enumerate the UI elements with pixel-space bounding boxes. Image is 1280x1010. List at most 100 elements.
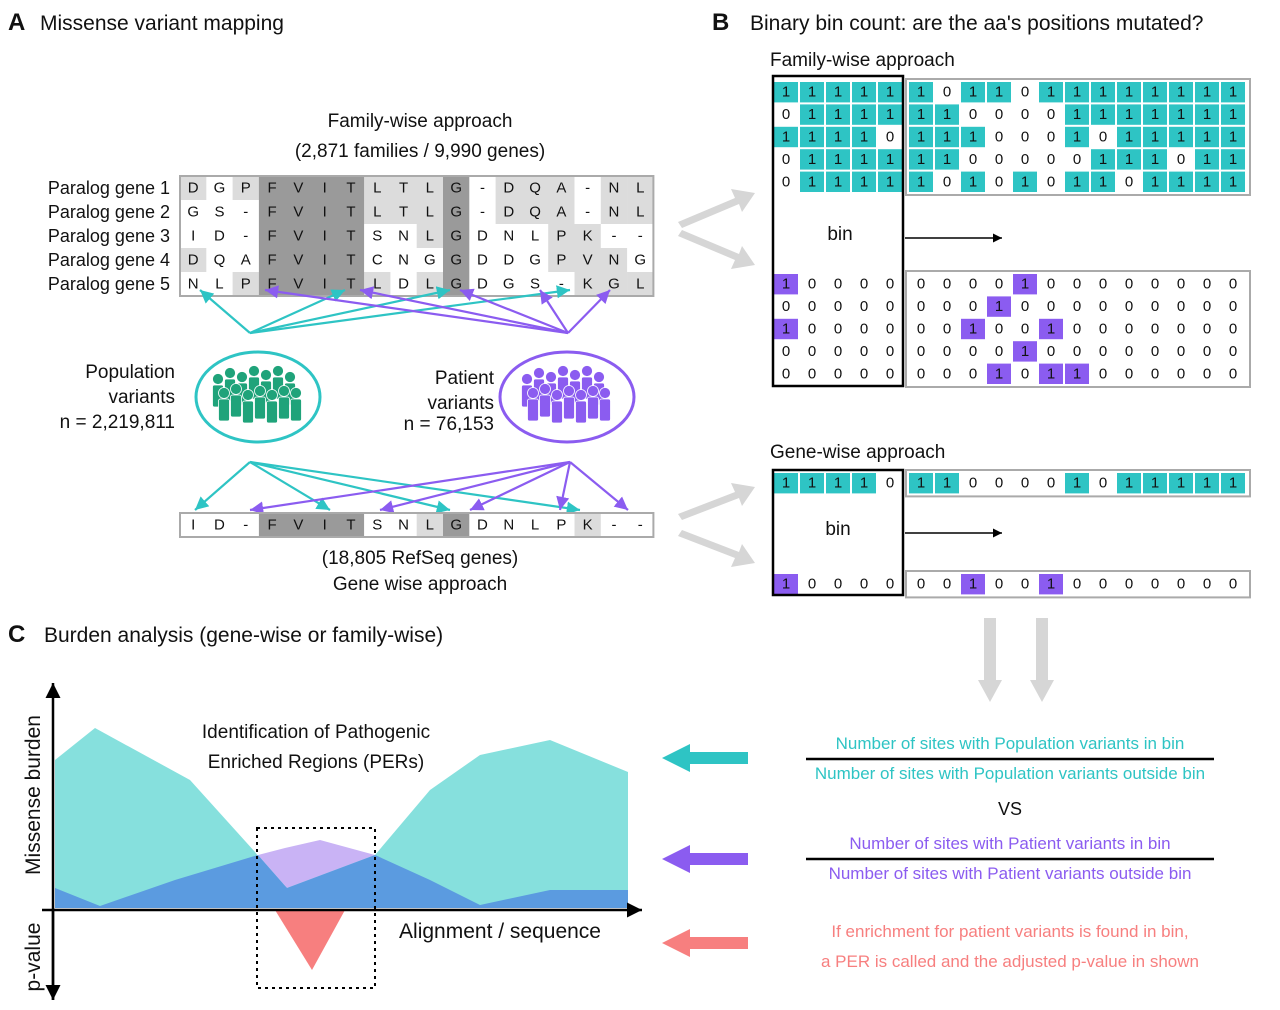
gene-patient-bit: 0: [943, 576, 951, 593]
patient-bit: 0: [943, 343, 951, 360]
alignment-residue: Q: [529, 180, 541, 197]
panel-a-title: Missense variant mapping: [40, 12, 284, 35]
patient-bit: 0: [1125, 276, 1133, 293]
per-highlight-box: [256, 827, 376, 989]
patient-label: Patient: [435, 368, 495, 389]
patient-bit: 0: [1073, 321, 1081, 338]
population-bit: 1: [969, 84, 977, 101]
alignment-residue: L: [373, 204, 381, 221]
alignment-residue: F: [267, 252, 276, 269]
alignment-residue: S: [372, 228, 382, 245]
population-group-ellipse: [194, 350, 322, 444]
population-bit-filled: [1169, 126, 1193, 148]
alignment-cell: [521, 200, 549, 225]
mapping-arrow: [249, 460, 451, 514]
alignment-residue: N: [503, 228, 514, 245]
alignment-residue: F: [267, 180, 276, 197]
alignment-cell: [258, 176, 286, 201]
patient-bit: 0: [1099, 365, 1107, 382]
alignment-cell: [627, 224, 654, 249]
population-bit-filled: [1195, 171, 1219, 192]
gene-approach-title: Gene wise approach: [333, 574, 507, 595]
alignment-residue: V: [293, 180, 303, 197]
population-bit: 1: [1151, 173, 1159, 190]
gene-sequence-residue: I: [191, 517, 195, 534]
alignment-cell: [285, 200, 312, 225]
patient-bit: 0: [1177, 276, 1185, 293]
patient-bit: 0: [1047, 276, 1055, 293]
patient-bit-filled: [1013, 341, 1037, 362]
alignment-residue: G: [450, 204, 462, 221]
alignment-cell: [390, 200, 417, 225]
patient-bit: 0: [1229, 321, 1237, 338]
person-body: [599, 398, 611, 422]
alignment-cell: [443, 176, 470, 201]
person-head: [224, 367, 236, 379]
alignment-residue: S: [530, 276, 540, 293]
alignment-residue: Q: [529, 204, 541, 221]
population-bit-filled: [961, 171, 985, 192]
population-bit-filled: [852, 171, 876, 192]
population-bit-filled: [987, 82, 1011, 103]
gene-patient-bit: 0: [1073, 576, 1081, 593]
patient-bit: 0: [1229, 298, 1237, 315]
alignment-cell: [548, 248, 575, 273]
population-bit: 0: [1047, 173, 1055, 190]
population-bit-filled: [774, 82, 798, 103]
p-value-axis-label: p-value: [22, 923, 45, 992]
family-bin-box: [771, 74, 905, 388]
patient-bit: 0: [834, 365, 842, 382]
patient-bit-filled: [1013, 274, 1037, 295]
alignment-cell: [600, 224, 628, 249]
population-bit: 1: [834, 173, 842, 190]
patient-count: n = 76,153: [404, 414, 494, 435]
alignment-residue: -: [585, 204, 590, 221]
gene-sequence-residue: N: [503, 517, 514, 534]
gene-sequence-cell: [364, 513, 391, 537]
alignment-residue: F: [267, 228, 276, 245]
alignment-cell: [390, 248, 417, 273]
alignment-cell: [574, 248, 602, 273]
population-bit: 1: [1047, 84, 1055, 101]
patient-bit: 0: [782, 343, 790, 360]
alignment-residue: D: [503, 180, 514, 197]
patient-bit: 0: [969, 298, 977, 315]
alignment-cell: [521, 248, 549, 273]
population-numerator: Number of sites with Population variants…: [836, 734, 1185, 753]
gene-sequence-cell: [285, 513, 312, 537]
population-bit: 1: [1125, 84, 1133, 101]
patient-bit: 0: [808, 343, 816, 360]
ratio-formulas: Number of sites with Population variants…: [806, 734, 1214, 971]
population-bit: 1: [1151, 84, 1159, 101]
family-bin-label: bin: [827, 224, 852, 245]
vs-label: VS: [998, 799, 1022, 819]
variant-mapping-arrows-bottom: [194, 460, 629, 515]
population-bit: 1: [1099, 151, 1107, 168]
population-bit-filled: [1117, 126, 1141, 148]
gene-patient-bit-filled: [961, 574, 985, 595]
patient-bit-filled: [987, 363, 1011, 384]
gene-patient-bit: 0: [1099, 576, 1107, 593]
patient-bit: 0: [1099, 343, 1107, 360]
population-bit: 1: [808, 84, 816, 101]
gene-sequence-cell: [180, 513, 207, 537]
person-head: [248, 365, 260, 377]
alignment-cell: [600, 248, 628, 273]
patient-numerator: Number of sites with Patient variants in…: [849, 834, 1170, 853]
patient-bit-filled: [1039, 318, 1063, 340]
result-text: If enrichment for patient variants is fo…: [831, 922, 1188, 941]
alignment-residue: G: [503, 276, 515, 293]
patient-bit: 0: [782, 298, 790, 315]
mapping-arrow: [199, 289, 251, 334]
alignment-residue: G: [424, 252, 436, 269]
population-bit: 1: [917, 84, 925, 101]
population-bit: 1: [1073, 173, 1081, 190]
alignment-residue: T: [346, 276, 355, 293]
gene-sequence-cell: [258, 513, 286, 537]
alignment-residue: -: [585, 180, 590, 197]
population-bit-filled: [1065, 171, 1089, 192]
patient-bit: 0: [1203, 276, 1211, 293]
population-bit: 1: [1229, 151, 1237, 168]
alignment-cell: [390, 224, 417, 249]
